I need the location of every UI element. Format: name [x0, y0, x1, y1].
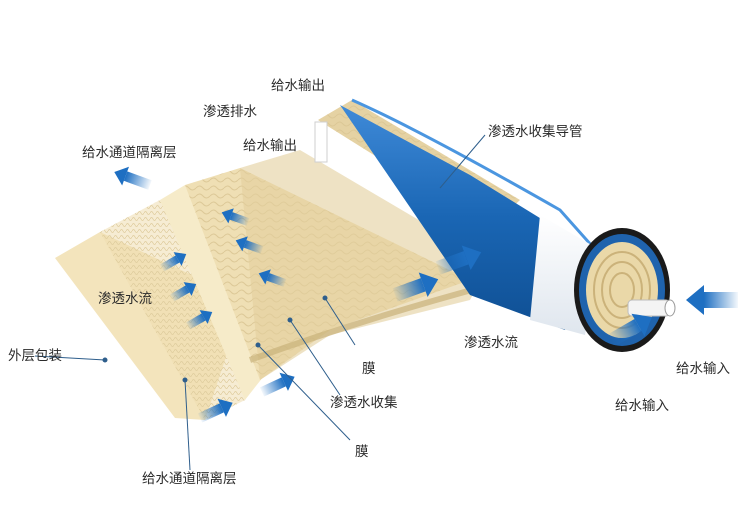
- arrow-feed-bottom-2: [259, 372, 295, 397]
- arrow-feed-mid-1: [392, 272, 439, 302]
- label-permeate-flow-left: 渗透水流: [98, 291, 152, 307]
- arrow-feed-bottom-1: [197, 398, 233, 423]
- flow-arrows: [114, 166, 738, 423]
- arrow-membrane-2: [235, 236, 264, 254]
- arrow-feed-input-right: [686, 285, 738, 315]
- arrow-permeate-3: [186, 310, 213, 330]
- arrow-feed-input-lower: [608, 313, 652, 347]
- label-membrane-1: 膜: [362, 361, 376, 377]
- arrow-feed-mid-2: [435, 245, 482, 275]
- rolled-layers: [240, 150, 490, 380]
- label-permeate-tube: 渗透水收集导管: [488, 124, 583, 140]
- label-permeate-collection: 渗透水收集: [330, 395, 398, 411]
- arrow-feed-spacer-out: [114, 166, 152, 190]
- leader-lines: [34, 134, 486, 471]
- arrow-permeate-2: [170, 282, 197, 302]
- label-feed-outlet-top: 给水输出: [271, 78, 325, 94]
- label-feed-input-bottom: 给水输入: [615, 398, 669, 414]
- label-outer-wrap: 外层包装: [8, 348, 62, 364]
- arrow-permeate-1: [160, 252, 187, 272]
- permeate-tube-outlet: [627, 299, 671, 317]
- label-feed-input-right: 给水输入: [676, 361, 730, 377]
- label-membrane-2: 膜: [355, 444, 369, 460]
- label-permeate-drain: 渗透排水: [203, 104, 257, 120]
- label-feed-spacer-bottom: 给水通道隔离层: [142, 471, 237, 487]
- label-feed-spacer-top: 给水通道隔离层: [82, 145, 177, 161]
- arrow-membrane-3: [258, 269, 287, 287]
- arrow-membrane-1: [221, 208, 250, 226]
- label-permeate-flow-right: 渗透水流: [464, 335, 518, 351]
- label-feed-outlet: 给水输出: [243, 138, 297, 154]
